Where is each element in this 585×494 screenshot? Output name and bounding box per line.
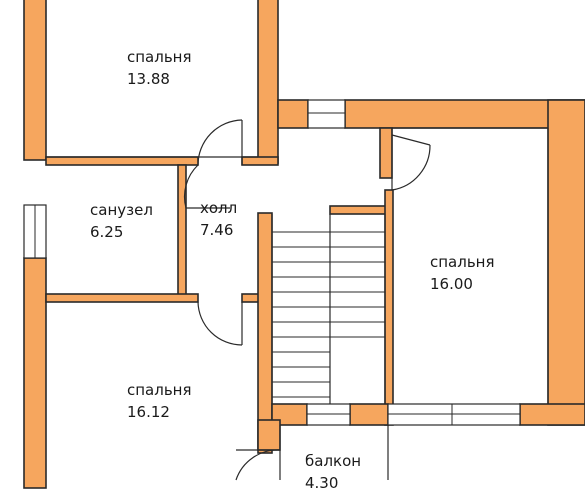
staircase	[271, 214, 386, 404]
room-bedroom-right: спальня 16.00	[430, 251, 495, 295]
room-area: 16.12	[127, 403, 170, 421]
wall-horizontal-hall-top	[241, 156, 279, 166]
wall-hall-right	[379, 127, 393, 179]
room-name: балкон	[305, 452, 362, 470]
room-balcony: балкон 4.30	[305, 450, 361, 494]
wall-bedroom-bottom-right-edge	[257, 419, 281, 451]
door-top-left-bedroom	[197, 119, 243, 166]
room-name: спальня	[127, 48, 192, 66]
window-top	[307, 99, 346, 129]
room-bedroom-bottom-left: спальня 16.12	[127, 379, 192, 423]
room-name: холл	[200, 199, 238, 217]
wall-top-left-room-right	[257, 0, 279, 164]
wall-bathroom-bottom	[45, 293, 199, 303]
room-bedroom-top-left: спальня 13.88	[127, 46, 192, 90]
door-bathroom	[183, 164, 230, 209]
door-balcony	[235, 449, 281, 481]
wall-bedroom-right-left	[384, 189, 394, 426]
wall-bathroom-right	[177, 164, 187, 301]
floor-plan: .w { fill: #f6a65e; stroke: #2a2a2a; str…	[23, 0, 585, 492]
wall-left-outer-lower	[23, 257, 47, 489]
wall-bottom-right	[519, 403, 585, 426]
door-right-bedroom	[391, 134, 431, 191]
room-name: спальня	[127, 381, 192, 399]
wall-right-outer	[547, 99, 585, 426]
wall-stair-top	[329, 205, 393, 215]
room-area: 6.25	[90, 223, 124, 241]
wall-left-outer	[23, 0, 47, 161]
wall-horizontal-top-bedroom	[45, 156, 199, 166]
room-area: 4.30	[305, 474, 339, 492]
door-bottom-left-bedroom	[197, 301, 243, 346]
room-hall: холл 7.46	[200, 197, 237, 241]
wall-upper-ledge	[277, 99, 309, 129]
room-bathroom: санузел 6.25	[90, 199, 153, 243]
plan-drawing: .w { fill: #f6a65e; stroke: #2a2a2a; str…	[23, 0, 585, 489]
room-name: спальня	[430, 253, 495, 271]
room-area: 13.88	[127, 70, 170, 88]
room-area: 16.00	[430, 275, 473, 293]
room-area: 7.46	[200, 221, 234, 239]
wall-bottom-mid	[349, 403, 389, 426]
wall-stair-left	[257, 212, 273, 454]
room-name: санузел	[90, 201, 153, 219]
